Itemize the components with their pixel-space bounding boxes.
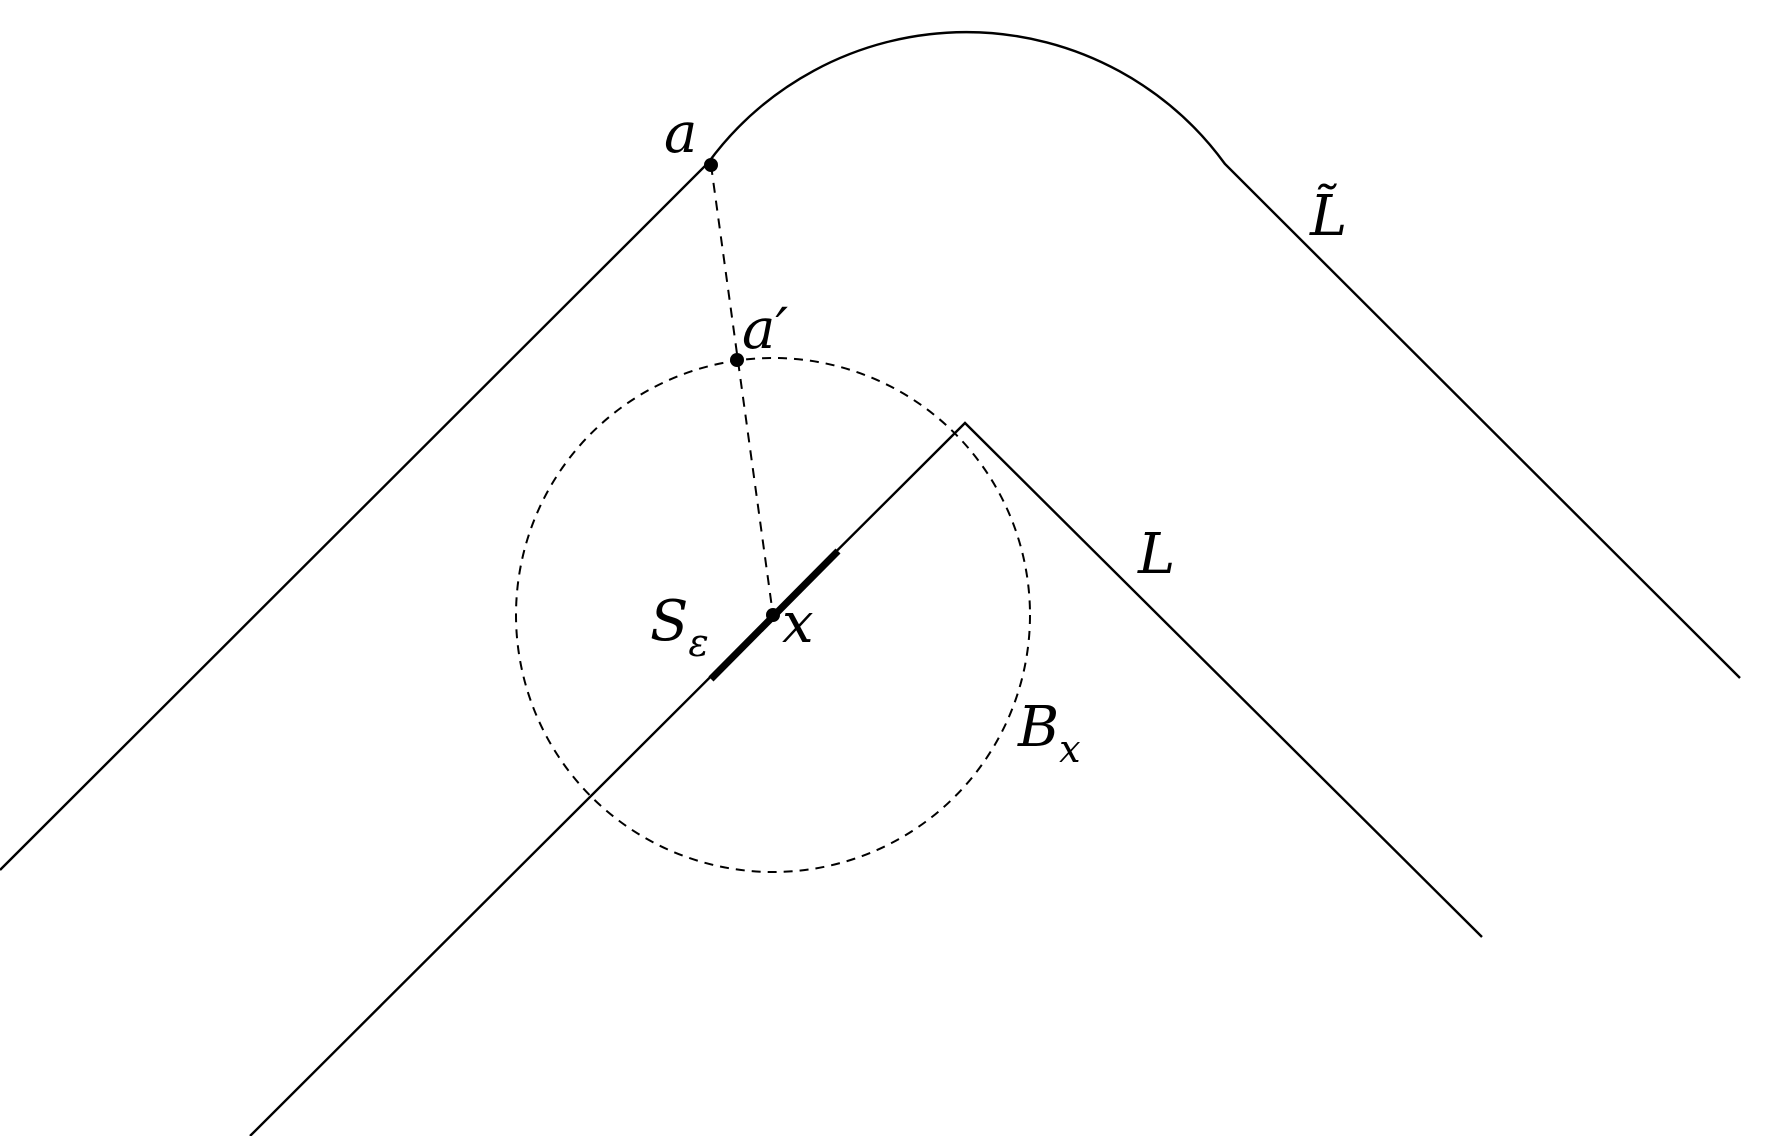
label-L: L	[1137, 522, 1175, 587]
point-a	[704, 158, 718, 172]
label-a: a	[664, 101, 697, 166]
label-S-sub: ε	[688, 621, 708, 665]
label-S-epsilon: Sε	[650, 589, 709, 665]
dashed-segment-a-to-x	[710, 164, 774, 616]
label-B-sub: x	[1059, 727, 1080, 771]
point-a-prime	[730, 353, 744, 367]
point-x	[766, 608, 780, 622]
label-a-prime: a′	[742, 297, 788, 362]
label-B-main: B	[1017, 695, 1059, 760]
curve-L-tilde	[0, 30, 1741, 871]
ball-B-x	[515, 357, 1031, 873]
curve-L	[249, 421, 1483, 1136]
label-L-tilde: L̃	[1309, 183, 1347, 249]
label-S-main: S	[650, 589, 688, 654]
label-x: x	[782, 591, 814, 656]
label-B-x: Bx	[1017, 695, 1081, 771]
